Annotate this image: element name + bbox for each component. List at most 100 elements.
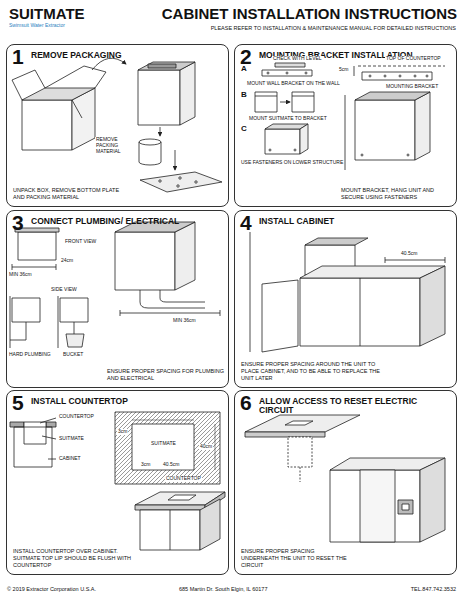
reset-access-part xyxy=(398,500,413,514)
step-caption: UNPACK BOX, REMOVE BOTTOM PLATE AND PACK… xyxy=(13,187,131,201)
bottom-plate-part xyxy=(140,172,222,192)
section-view-part xyxy=(14,427,52,467)
fastener-step-part xyxy=(269,149,271,151)
hung-unit-part xyxy=(345,95,346,170)
unit-perspective-part xyxy=(120,313,220,314)
part-label: MOUNTING BRACKET xyxy=(385,84,439,90)
top-view-part xyxy=(132,424,194,470)
turn-arrow xyxy=(92,58,126,70)
fastener-step-part xyxy=(294,149,296,151)
side-views-part xyxy=(66,334,84,347)
step-number: 3 xyxy=(12,212,24,233)
reset-access-part xyxy=(300,467,301,482)
unit-perspective xyxy=(115,222,220,316)
cabinet xyxy=(250,232,445,352)
part-label: REMOVE PACKING MATERIAL xyxy=(95,137,137,154)
subtitle: PLEASE REFER TO INSTALLATION & MAINTENAN… xyxy=(210,25,457,31)
suitmate-unit-part xyxy=(138,62,195,70)
level-check-part xyxy=(305,72,307,74)
cabinet-part xyxy=(250,232,251,352)
bracket-detail-part xyxy=(358,66,445,67)
reset-access-part xyxy=(420,458,445,542)
cabinet-part xyxy=(420,266,445,346)
bottom-plate-part xyxy=(159,180,161,182)
dimension-label: MIN 36cm xyxy=(8,272,33,278)
unit-perspective-part xyxy=(140,290,205,308)
packing-cylinder-part xyxy=(139,139,161,145)
unit-perspective-part xyxy=(160,290,205,302)
suitmate-unit-part xyxy=(148,64,176,68)
footer-text: 685 Martin Dr. South Elgin, IL 60177 xyxy=(178,586,268,592)
level-check-part xyxy=(262,70,312,76)
down-arrow xyxy=(160,127,161,136)
top-view-part xyxy=(132,420,194,421)
part-label: CHECK WITH LEVEL xyxy=(272,56,323,62)
packing-cylinder xyxy=(139,139,161,165)
cabinet-part xyxy=(385,257,386,263)
hung-unit-part xyxy=(361,154,363,156)
dimension-label: 24cm xyxy=(60,258,74,264)
front-view-part xyxy=(12,264,13,270)
side-views-part xyxy=(12,298,40,322)
step-heading: CONNECT PLUMBING/ ELECTRICAL xyxy=(31,217,224,226)
step-letter: B xyxy=(240,91,248,99)
mount-unit-step-part xyxy=(292,96,314,97)
step-caption: ENSURE PROPER SPACING UNDERNEATH THE UNI… xyxy=(241,548,351,569)
countertop-perspective-part xyxy=(200,499,220,550)
fastener-step-part xyxy=(265,129,300,154)
countertop-perspective xyxy=(135,492,225,550)
countertop-perspective-part xyxy=(140,510,200,550)
countertop-perspective-part xyxy=(135,505,205,510)
hung-unit-part xyxy=(415,92,430,160)
step-caption: MOUNT BRACKET, HANG UNIT AND SECURE USIN… xyxy=(341,187,453,201)
page-title: CABINET INSTALLATION INSTRUCTIONS xyxy=(162,6,457,21)
mount-unit-step-part xyxy=(255,96,277,97)
cabinet-part xyxy=(305,238,368,245)
bottom-plate-part xyxy=(195,181,197,183)
part-label: COUNTERTOP xyxy=(165,476,202,482)
dimension-label: 40.5cm xyxy=(400,251,418,257)
cardboard-box-part xyxy=(12,70,45,100)
hung-unit-part xyxy=(355,92,430,100)
front-view xyxy=(12,228,59,270)
step-panel: 5 INSTALL COUNTERTOP INSTALL COUNTERTOP OV… xyxy=(6,390,229,575)
unit-perspective-part xyxy=(175,222,195,290)
part-label: COUNTERTOP xyxy=(58,414,95,420)
unit-perspective-part xyxy=(120,310,121,316)
fastener-step xyxy=(265,124,308,154)
front-view-part xyxy=(56,264,57,270)
dimension-label: 40.5cm xyxy=(162,462,180,468)
packing-cylinder-part xyxy=(139,142,161,165)
mount-unit-step-part xyxy=(280,102,290,103)
unit-perspective-part xyxy=(220,310,221,316)
front-view-part xyxy=(18,232,56,260)
cardboard-box-part xyxy=(45,66,106,88)
hung-unit xyxy=(345,92,430,170)
part-label: SUITMATE xyxy=(150,441,177,447)
part-label: CABINET xyxy=(58,456,82,462)
cardboard-box-part xyxy=(22,88,95,100)
step-caption: ENSURE PROPER SPACING AROUND THE UNIT TO… xyxy=(241,361,391,382)
fastener-step-part xyxy=(300,124,308,154)
cabinet-part xyxy=(360,278,361,346)
bracket-detail-part xyxy=(354,66,355,76)
part-label: MOUNT SUITMATE TO BRACKET xyxy=(248,116,328,122)
step-caption: INSTALL COUNTERTOP OVER CABINET. SUITMAT… xyxy=(13,548,133,569)
reset-access-part xyxy=(285,421,313,425)
step-heading: INSTALL COUNTERTOP xyxy=(31,397,224,406)
reset-access-part xyxy=(245,432,325,437)
step-heading: REMOVE PACKAGING xyxy=(31,51,224,60)
step-number: 5 xyxy=(12,392,24,413)
footer-text: TEL.847.742.3532 xyxy=(410,586,457,592)
mount-unit-step xyxy=(255,92,314,112)
part-label: BUCKET xyxy=(62,352,84,358)
bracket-detail-part xyxy=(362,72,432,80)
level-check-part xyxy=(286,72,288,74)
hung-unit-part xyxy=(355,100,415,160)
mount-unit-step-part xyxy=(292,92,314,112)
step-panel: 1REMOVE PACKAGINGUNPACK BOX, REMOVE BOTT… xyxy=(6,44,229,207)
part-label: SUITMATE xyxy=(58,436,85,442)
part-label: USE FASTENERS ON LOWER STRUCTURE xyxy=(240,160,344,166)
bracket-detail-part xyxy=(369,75,371,77)
section-view-part xyxy=(48,459,56,460)
